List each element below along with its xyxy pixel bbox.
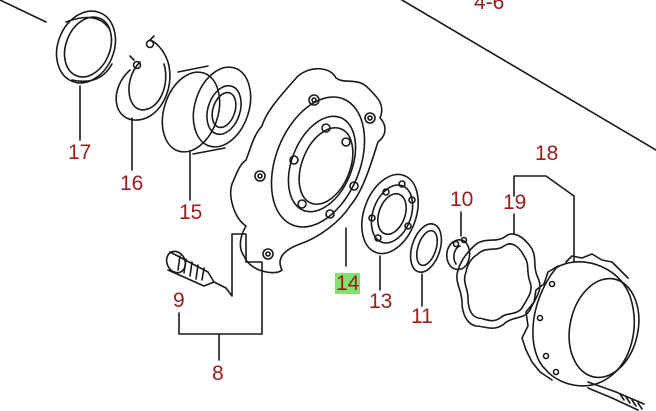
callout-8[interactable]: 8	[212, 362, 224, 385]
callout-18[interactable]: 18	[535, 142, 559, 165]
callout-16[interactable]: 16	[120, 172, 144, 195]
callout-15[interactable]: 15	[179, 201, 203, 224]
callout-17[interactable]: 17	[68, 141, 92, 164]
part-17-seal-ring	[55, 10, 117, 84]
part-19-gasket	[456, 213, 541, 329]
part-9-stud	[165, 233, 263, 335]
callout-9[interactable]: 9	[173, 289, 185, 312]
header-fragment-text: 4-6	[474, 0, 505, 14]
bracket-18	[513, 175, 575, 263]
part-16-snap-ring	[115, 35, 171, 121]
part-10-circlip	[446, 211, 471, 271]
callout-11[interactable]: 11	[411, 305, 433, 328]
callout-14[interactable]: 14	[335, 272, 361, 295]
part-14-hub	[230, 67, 386, 274]
bracket-8	[178, 312, 263, 335]
frame-line-left	[0, 0, 47, 23]
frame-line-right	[401, 0, 656, 151]
callout-13[interactable]: 13	[369, 290, 393, 313]
callout-10[interactable]: 10	[450, 188, 474, 211]
part-11-oil-seal	[409, 223, 443, 307]
part-18-hub-cap	[521, 253, 645, 411]
part-15-bearing	[161, 65, 252, 155]
part-13-spacer	[361, 173, 419, 291]
callout-19[interactable]: 19	[503, 191, 527, 214]
